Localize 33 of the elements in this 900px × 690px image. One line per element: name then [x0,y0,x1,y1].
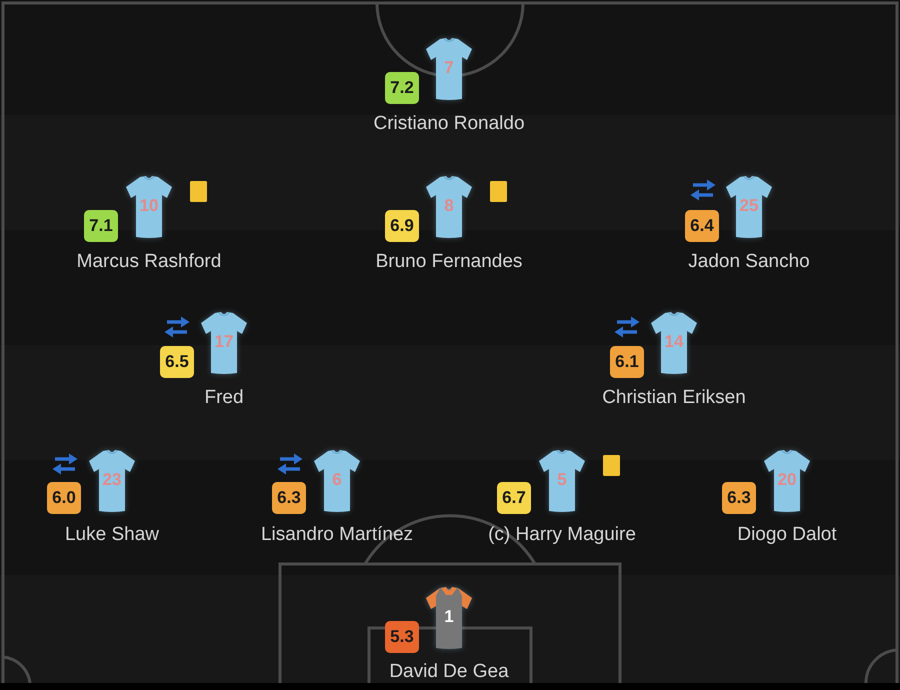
rating-badge: 6.5 [160,346,194,378]
player-name: Diogo Dalot [737,524,837,546]
player-name: Lisandro Martínez [260,524,414,546]
player-name: Jadon Sancho [688,251,810,273]
rating-badge: 7.1 [84,210,118,242]
rating-badge: 6.4 [685,210,719,242]
jersey-number: 23 [102,471,122,489]
rating-badge: 6.0 [47,482,81,514]
rating-badge: 6.3 [722,482,756,514]
rating-badge: 6.1 [610,346,644,378]
jersey-number: 14 [664,333,684,351]
player-name: Cristiano Ronaldo [373,113,525,135]
jersey-number: 5 [557,471,567,489]
jersey-number: 20 [778,471,796,489]
jersey-number: 10 [140,197,158,215]
jersey-number: 6 [332,471,342,489]
player-name: Marcus Rashford [76,251,222,273]
rating-badge: 7.2 [385,72,419,104]
jersey-number: 17 [214,333,234,351]
player-name: Luke Shaw [65,524,159,546]
rating-badge: 6.9 [385,210,419,242]
player-name: David De Gea [389,661,509,683]
rating-badge: 5.3 [385,621,419,653]
jersey-number: 7 [444,59,454,77]
player-name: Bruno Fernandes [376,251,522,273]
rating-badge: 6.7 [497,482,531,514]
jersey-number: 1 [444,608,454,626]
player-name: Fred [204,387,244,409]
rating-badge: 6.3 [272,482,306,514]
player-name: (c) Harry Maguire [488,524,636,546]
jersey-number: 25 [740,197,758,215]
jersey-number: 8 [444,197,454,215]
player-name: Christian Eriksen [602,387,746,409]
